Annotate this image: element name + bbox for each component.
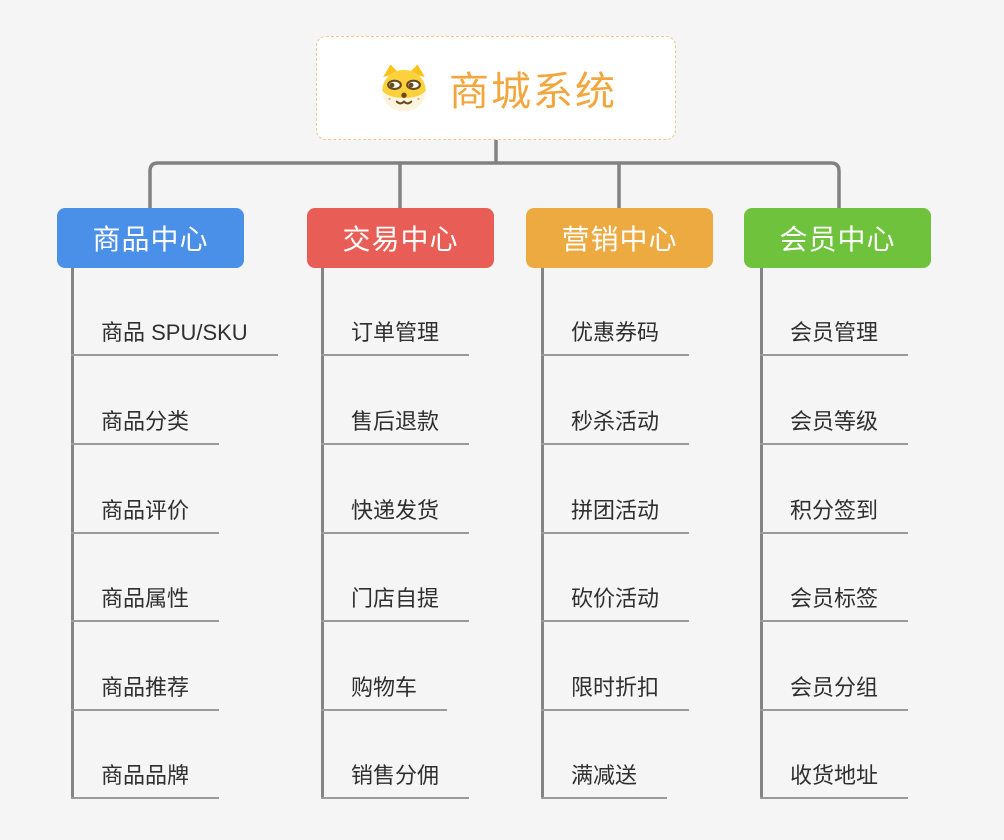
leaf-item[interactable]: 砍价活动 <box>541 584 690 622</box>
leaf-item[interactable]: 会员分组 <box>760 673 909 711</box>
leaf-item[interactable]: 秒杀活动 <box>541 407 690 445</box>
leaf-item[interactable]: 会员管理 <box>760 318 909 356</box>
leaf-item[interactable]: 门店自提 <box>321 584 470 622</box>
leaf-item[interactable]: 销售分佣 <box>321 761 470 799</box>
root-node[interactable]: 商城系统 <box>316 36 676 140</box>
shiba-dog-icon <box>375 62 433 114</box>
leaf-item[interactable]: 满减送 <box>541 761 668 799</box>
branch-label: 交易中心 <box>342 224 459 255</box>
leaf-item[interactable]: 商品分类 <box>71 407 220 445</box>
leaf-item[interactable]: 会员标签 <box>760 584 909 622</box>
leaf-item[interactable]: 会员等级 <box>760 407 909 445</box>
leaf-item[interactable]: 商品评价 <box>71 496 220 534</box>
leaf-item[interactable]: 订单管理 <box>321 318 470 356</box>
branch-trade-center[interactable]: 交易中心 <box>307 208 494 268</box>
branch-member-center[interactable]: 会员中心 <box>744 208 931 268</box>
branch-product-center[interactable]: 商品中心 <box>57 208 244 268</box>
root-title: 商城系统 <box>449 70 617 114</box>
branch-label: 会员中心 <box>779 224 896 255</box>
leaf-item[interactable]: 购物车 <box>321 673 448 711</box>
leaf-item[interactable]: 商品品牌 <box>71 761 220 799</box>
leaf-item[interactable]: 商品 SPU/SKU <box>71 318 278 356</box>
leaf-item[interactable]: 商品属性 <box>71 584 220 622</box>
leaf-item[interactable]: 收货地址 <box>760 761 909 799</box>
leaf-item[interactable]: 积分签到 <box>760 496 909 534</box>
leaf-item[interactable]: 优惠券码 <box>541 318 690 356</box>
leaf-item[interactable]: 限时折扣 <box>541 673 690 711</box>
branch-marketing-center[interactable]: 营销中心 <box>526 208 713 268</box>
leaf-item[interactable]: 售后退款 <box>321 407 470 445</box>
leaf-item[interactable]: 快递发货 <box>321 496 470 534</box>
branch-label: 商品中心 <box>92 224 209 255</box>
branch-label: 营销中心 <box>561 224 678 255</box>
leaf-item[interactable]: 拼团活动 <box>541 496 690 534</box>
leaf-item[interactable]: 商品推荐 <box>71 673 220 711</box>
